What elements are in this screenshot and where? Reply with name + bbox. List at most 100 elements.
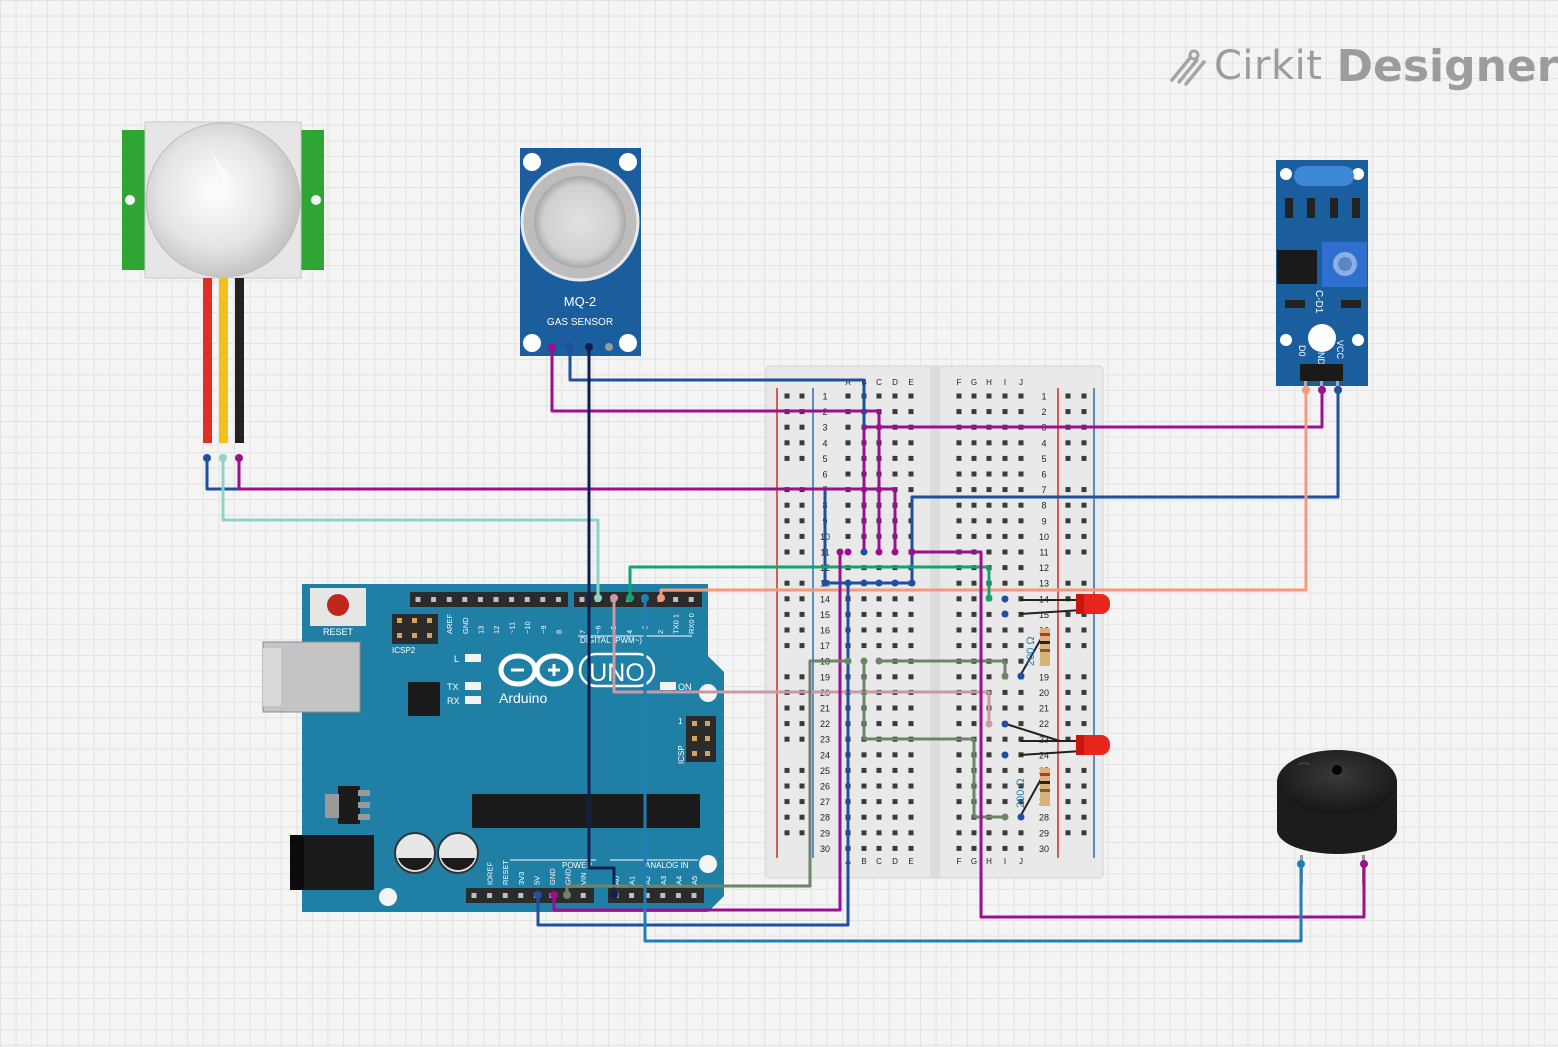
bb-hole[interactable] (971, 845, 977, 851)
bb-hole[interactable] (892, 627, 898, 633)
header-pin[interactable] (518, 893, 524, 898)
bb-rail-hole[interactable] (784, 518, 790, 524)
header-pin[interactable] (675, 893, 681, 898)
bb-hole[interactable] (861, 752, 867, 758)
bb-hole[interactable] (956, 502, 962, 508)
bb-rail-hole[interactable] (784, 736, 790, 742)
power-analog-header-pins[interactable] (471, 893, 697, 898)
bb-hole[interactable] (1002, 736, 1008, 742)
bb-hole[interactable] (1018, 627, 1024, 633)
bb-hole[interactable] (971, 471, 977, 477)
bb-hole[interactable] (892, 611, 898, 617)
bb-hole[interactable] (908, 814, 914, 820)
bb-rail-hole[interactable] (1065, 502, 1071, 508)
bb-hole[interactable] (971, 440, 977, 446)
header-pin[interactable] (462, 597, 468, 602)
bb-hole[interactable] (908, 752, 914, 758)
bb-rail-hole[interactable] (784, 674, 790, 680)
bb-hole[interactable] (861, 611, 867, 617)
bb-hole[interactable] (1018, 799, 1024, 805)
bb-hole[interactable] (908, 409, 914, 415)
bb-hole[interactable] (1002, 627, 1008, 633)
bb-rail-hole[interactable] (799, 830, 805, 836)
bb-hole[interactable] (1018, 487, 1024, 493)
bb-hole[interactable] (845, 471, 851, 477)
bb-hole[interactable] (876, 767, 882, 773)
bb-hole[interactable] (956, 533, 962, 539)
bb-hole[interactable] (1002, 799, 1008, 805)
bb-hole[interactable] (986, 502, 992, 508)
bb-hole[interactable] (892, 814, 898, 820)
bb-hole[interactable] (1018, 767, 1024, 773)
bb-hole[interactable] (845, 518, 851, 524)
bb-hole[interactable] (986, 627, 992, 633)
bb-hole[interactable] (892, 596, 898, 602)
header-pin[interactable] (644, 893, 650, 898)
bb-hole[interactable] (956, 471, 962, 477)
header-pin[interactable] (493, 597, 499, 602)
bb-hole[interactable] (1002, 518, 1008, 524)
bb-hole[interactable] (908, 705, 914, 711)
bb-hole[interactable] (876, 799, 882, 805)
bb-rail-hole[interactable] (799, 674, 805, 680)
bb-hole[interactable] (1018, 596, 1024, 602)
bb-hole[interactable] (908, 611, 914, 617)
header-pin[interactable] (555, 597, 561, 602)
bb-hole[interactable] (1018, 580, 1024, 586)
bb-rail-hole[interactable] (1065, 783, 1071, 789)
bb-rail-hole[interactable] (1081, 830, 1087, 836)
bb-hole[interactable] (986, 830, 992, 836)
bb-hole[interactable] (971, 502, 977, 508)
bb-rail-hole[interactable] (1081, 533, 1087, 539)
bb-hole[interactable] (986, 783, 992, 789)
bb-hole[interactable] (892, 799, 898, 805)
bb-rail-hole[interactable] (1081, 393, 1087, 399)
bb-rail-hole[interactable] (1065, 643, 1071, 649)
bb-rail-hole[interactable] (799, 518, 805, 524)
bb-rail-hole[interactable] (799, 736, 805, 742)
bb-hole[interactable] (1002, 767, 1008, 773)
bb-rail-hole[interactable] (799, 767, 805, 773)
bb-hole[interactable] (986, 736, 992, 742)
bb-hole[interactable] (986, 487, 992, 493)
bb-hole[interactable] (1018, 471, 1024, 477)
bb-rail-hole[interactable] (1081, 783, 1087, 789)
bb-hole[interactable] (908, 471, 914, 477)
bb-rail-hole[interactable] (799, 424, 805, 430)
bb-rail-hole[interactable] (1065, 487, 1071, 493)
bb-hole[interactable] (1002, 440, 1008, 446)
bb-rail-hole[interactable] (784, 767, 790, 773)
header-pin[interactable] (415, 597, 421, 602)
bb-hole[interactable] (1018, 783, 1024, 789)
bb-hole[interactable] (908, 627, 914, 633)
bb-rail-hole[interactable] (1081, 455, 1087, 461)
bb-rail-hole[interactable] (1081, 643, 1087, 649)
bb-hole[interactable] (892, 752, 898, 758)
header-pin[interactable] (688, 597, 694, 602)
bb-rail-hole[interactable] (799, 643, 805, 649)
bb-hole[interactable] (861, 783, 867, 789)
bb-hole[interactable] (876, 845, 882, 851)
header-pin[interactable] (446, 597, 452, 602)
bb-rail-hole[interactable] (799, 393, 805, 399)
bb-hole[interactable] (956, 643, 962, 649)
bb-hole[interactable] (845, 533, 851, 539)
bb-hole[interactable] (986, 611, 992, 617)
bb-hole[interactable] (986, 549, 992, 555)
header-pin[interactable] (431, 597, 437, 602)
bb-hole[interactable] (876, 830, 882, 836)
bb-hole[interactable] (971, 580, 977, 586)
bb-hole[interactable] (1002, 502, 1008, 508)
bb-rail-hole[interactable] (1081, 409, 1087, 415)
bb-hole[interactable] (1018, 533, 1024, 539)
bb-hole[interactable] (1018, 643, 1024, 649)
bb-hole[interactable] (956, 393, 962, 399)
bb-hole[interactable] (1002, 393, 1008, 399)
bb-hole[interactable] (908, 455, 914, 461)
bb-rail-hole[interactable] (784, 830, 790, 836)
header-pin[interactable] (540, 597, 546, 602)
bb-hole[interactable] (971, 674, 977, 680)
bb-rail-hole[interactable] (799, 533, 805, 539)
bb-hole[interactable] (876, 721, 882, 727)
bb-hole[interactable] (956, 783, 962, 789)
